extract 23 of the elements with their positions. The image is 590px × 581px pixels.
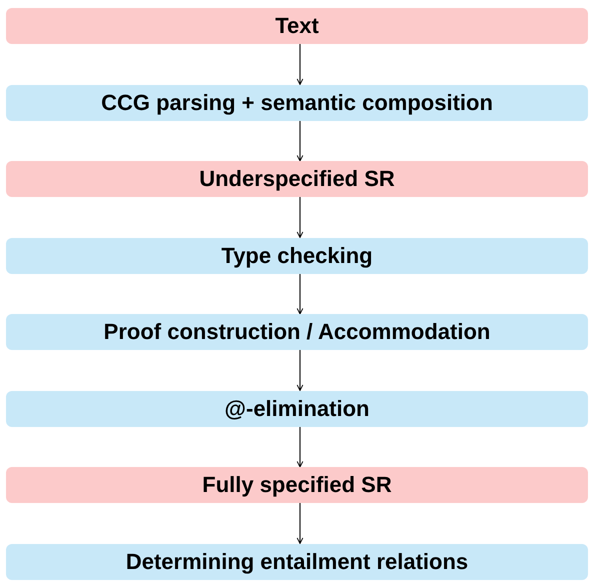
box-label: Determining entailment relations xyxy=(126,548,468,576)
box-label: @-elimination xyxy=(224,394,370,422)
arrow xyxy=(296,273,304,314)
box-label: Fully specified SR xyxy=(202,471,392,499)
process-box xyxy=(6,314,588,350)
process-box xyxy=(6,390,588,426)
box-label: Type checking xyxy=(221,242,373,270)
box-label: Underspecified SR xyxy=(199,165,395,193)
process-box xyxy=(6,8,588,44)
process-box xyxy=(6,467,588,503)
arrow xyxy=(296,502,304,544)
process-box xyxy=(6,161,588,197)
box-label: Text xyxy=(275,12,319,40)
arrow xyxy=(296,44,304,85)
box-label: Proof construction / Accommodation xyxy=(104,318,490,346)
box-label: CCG parsing + semantic composition xyxy=(101,88,493,116)
arrow xyxy=(296,196,304,238)
arrow xyxy=(296,350,304,391)
arrow xyxy=(296,120,304,162)
process-box xyxy=(6,84,588,120)
process-box xyxy=(6,238,588,274)
arrow xyxy=(296,426,304,468)
process-box xyxy=(6,544,588,580)
